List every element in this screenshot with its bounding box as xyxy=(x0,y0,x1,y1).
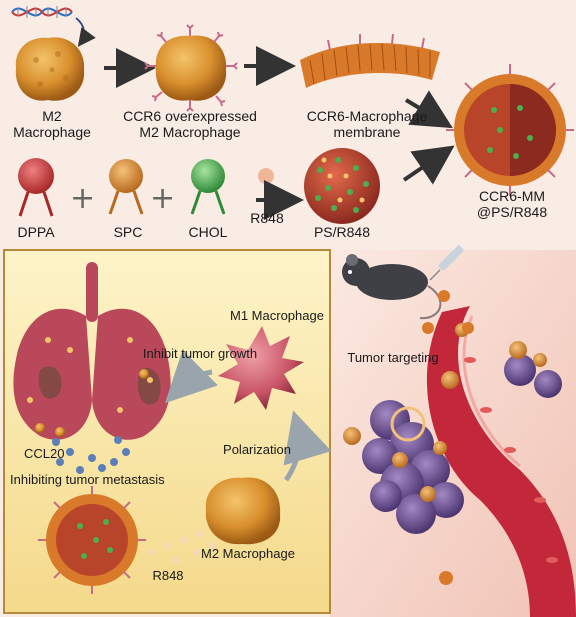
label-membrane-line1: CCR6-Macrophage xyxy=(306,108,428,124)
inhibit-growth-arrow xyxy=(164,350,218,404)
label-r848: R848 xyxy=(250,210,284,226)
m2-macrophage-cell xyxy=(15,37,85,101)
polarization-arrow xyxy=(283,410,332,482)
label-m1-macrophage: M1 Macrophage xyxy=(230,308,324,323)
inset-m2-macrophage-cell xyxy=(205,477,281,545)
label-ccr6-line1: CCR6 overexpressed xyxy=(123,108,257,124)
label-final-line1: CCR6-MM xyxy=(478,188,546,204)
mouse-illustration xyxy=(342,254,442,320)
arrow-5 xyxy=(402,145,455,185)
r848-drug-dot xyxy=(258,168,274,184)
inset-nanoparticle xyxy=(38,486,146,594)
label-ccr6-macrophage: CCR6 overexpressed M2 Macrophage xyxy=(110,108,270,140)
label-membrane-line2: membrane xyxy=(333,124,401,140)
label-polarization: Polarization xyxy=(223,442,291,457)
syringe-icon xyxy=(429,245,464,281)
dppa-lipid xyxy=(18,158,54,217)
spc-lipid xyxy=(108,159,144,215)
ps-r848-nanoparticle xyxy=(304,148,380,224)
label-tumor-targeting: Tumor targeting xyxy=(347,350,439,365)
m1-macrophage-cell xyxy=(218,326,304,410)
label-ccr6-membrane: CCR6-Macrophage membrane xyxy=(292,108,442,140)
label-ccl20: CCL20 xyxy=(24,446,65,461)
label-ccr6-mm-ps-r848: CCR6-MM @PS/R848 xyxy=(452,188,572,220)
label-dppa: DPPA xyxy=(17,224,55,240)
label-m2-macrophage: M2 Macrophage xyxy=(0,108,104,140)
label-ps-r848: PS/R848 xyxy=(313,224,371,240)
plus-icon-2: + xyxy=(150,181,175,216)
tumor-mass xyxy=(343,323,562,534)
label-chol: CHOL xyxy=(188,224,228,240)
label-spc: SPC xyxy=(113,224,143,240)
released-r848-dots xyxy=(148,530,216,564)
arrow-3 xyxy=(404,90,453,129)
label-m2-line1: M2 xyxy=(42,108,62,124)
label-m2-line2: Macrophage xyxy=(13,124,91,140)
circulating-nanoparticles xyxy=(422,290,474,585)
label-inset-r848: R848 xyxy=(152,568,184,583)
ccr6-mm-ps-r848-nanoparticle xyxy=(446,64,574,196)
label-inset-m2-macrophage: M2 Macrophage xyxy=(201,546,295,561)
dna-icon xyxy=(11,6,96,47)
plus-icon-1: + xyxy=(70,181,95,216)
ccl20-chemokine-dots xyxy=(52,436,130,474)
label-ccr6-line2: M2 Macrophage xyxy=(139,124,241,140)
label-inhibiting-tumor-metastasis: Inhibiting tumor metastasis xyxy=(10,472,165,487)
lungs-illustration xyxy=(13,262,171,440)
chol-lipid xyxy=(190,159,226,215)
label-final-line2: @PS/R848 xyxy=(476,204,548,220)
label-inhibit-tumor-growth: Inhibit tumor growth xyxy=(142,346,258,361)
membrane-sheet xyxy=(300,33,440,88)
ccr6-macrophage-cell xyxy=(144,24,238,112)
